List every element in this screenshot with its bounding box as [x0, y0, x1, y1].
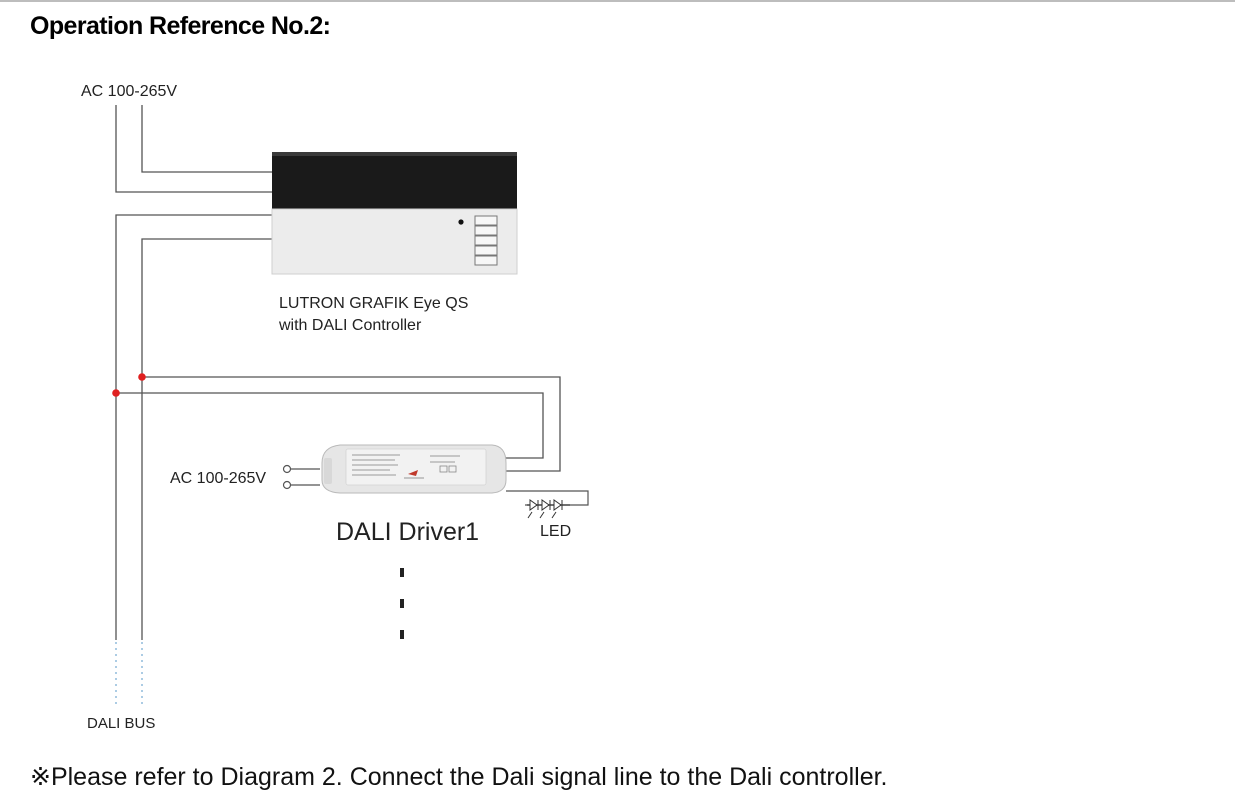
controller-label-line2: with DALI Controller [278, 317, 422, 334]
driver-ac-label: AC 100-265V [170, 470, 266, 487]
dali-driver [321, 444, 507, 494]
indicator-led [458, 219, 464, 225]
dali-bus-wires [115, 214, 272, 640]
driver-branch-wires [116, 376, 561, 472]
wiring-diagram: AC 100-265V LUTRON GRAFIK Eye QS with DA… [81, 83, 589, 732]
led-diodes-icon [527, 499, 563, 519]
page-title: Operation Reference No.2: [30, 12, 331, 40]
more-drivers-dots [400, 568, 404, 639]
lutron-controller [271, 152, 518, 275]
dali-bus-label: DALI BUS [87, 715, 155, 732]
ac-input-label: AC 100-265V [81, 83, 177, 100]
top-divider [0, 0, 1235, 2]
junction-dot [112, 389, 120, 397]
ac-supply-wires [115, 105, 272, 193]
junction-dot [138, 373, 146, 381]
scene-buttons [474, 215, 498, 266]
footnote: ※Please refer to Diagram 2. Connect the … [30, 763, 888, 791]
driver-label: DALI Driver1 [336, 518, 479, 546]
bus-continuation-dots [115, 642, 143, 706]
driver-ac-terminals [282, 464, 320, 490]
led-output [506, 490, 589, 506]
led-label: LED [540, 523, 571, 540]
controller-label-line1: LUTRON GRAFIK Eye QS [279, 295, 468, 312]
